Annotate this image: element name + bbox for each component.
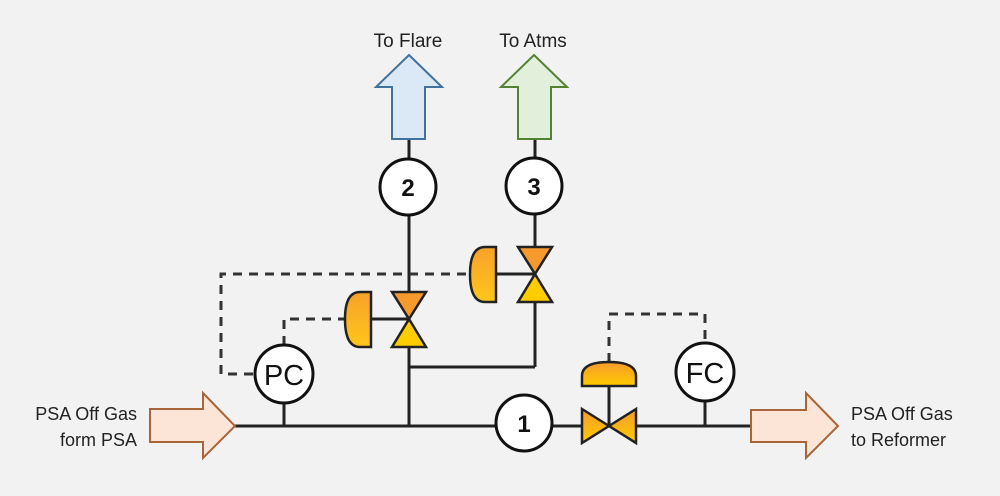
stream-marker-2: 2 (378, 157, 438, 217)
stream-marker-1: 1 (494, 393, 554, 453)
outlet-arrow-shape (750, 390, 840, 461)
outlet-label-line2: to Reformer (851, 430, 946, 450)
valve-reformer-right-triangle (606, 406, 638, 446)
inlet-label-line2: form PSA (60, 430, 137, 450)
outlet-arrow (750, 390, 840, 461)
valve-reformer[interactable] (580, 360, 638, 446)
valve-atms-bottom-triangle (515, 271, 555, 304)
valve-atms[interactable] (468, 245, 555, 304)
flare-arrow (373, 53, 445, 140)
stream-marker-1-label: 1 (517, 411, 530, 438)
valve-flare-actuator-icon (343, 290, 373, 349)
fc-to-reformer-valve-signal (607, 312, 707, 362)
pc-label: PC (264, 360, 304, 392)
inlet-arrow-shape (149, 390, 237, 461)
stream-marker-3-circle (504, 156, 564, 216)
stream-marker-2-label: 2 (401, 175, 414, 202)
stream-marker-2-circle (378, 157, 438, 217)
atms-label: To Atms (499, 31, 567, 52)
pc-circle (253, 343, 315, 405)
valve-flare-top-triangle (389, 290, 429, 322)
pc-to-flare-valve-signal (282, 317, 345, 345)
stream-marker-3-label: 3 (527, 174, 540, 201)
pc-to-atms-valve-signal (219, 272, 470, 376)
pressure-controller[interactable]: PC (253, 343, 315, 405)
fc-label: FC (686, 358, 725, 390)
atms-arrow-shape (498, 53, 570, 140)
stream-marker-3: 3 (504, 156, 564, 216)
outlet-label-line1: PSA Off Gas (851, 404, 953, 424)
valve-flare-bottom-triangle (389, 316, 429, 349)
fc-circle (674, 341, 736, 403)
atms-arrow (498, 53, 570, 140)
flare-arrow-shape (373, 53, 445, 140)
flare-label: To Flare (374, 31, 443, 52)
valve-flare[interactable] (343, 290, 429, 349)
flow-controller[interactable]: FC (674, 341, 736, 403)
valve-atms-actuator-icon (468, 245, 498, 304)
valve-atms-top-triangle (515, 245, 555, 277)
inlet-arrow (149, 390, 237, 461)
valve-reformer-left-triangle (580, 406, 612, 446)
inlet-label-line1: PSA Off Gas (35, 404, 137, 424)
signal-lines (219, 272, 707, 376)
stream-marker-1-circle (494, 393, 554, 453)
valve-reformer-actuator-icon (580, 360, 638, 388)
